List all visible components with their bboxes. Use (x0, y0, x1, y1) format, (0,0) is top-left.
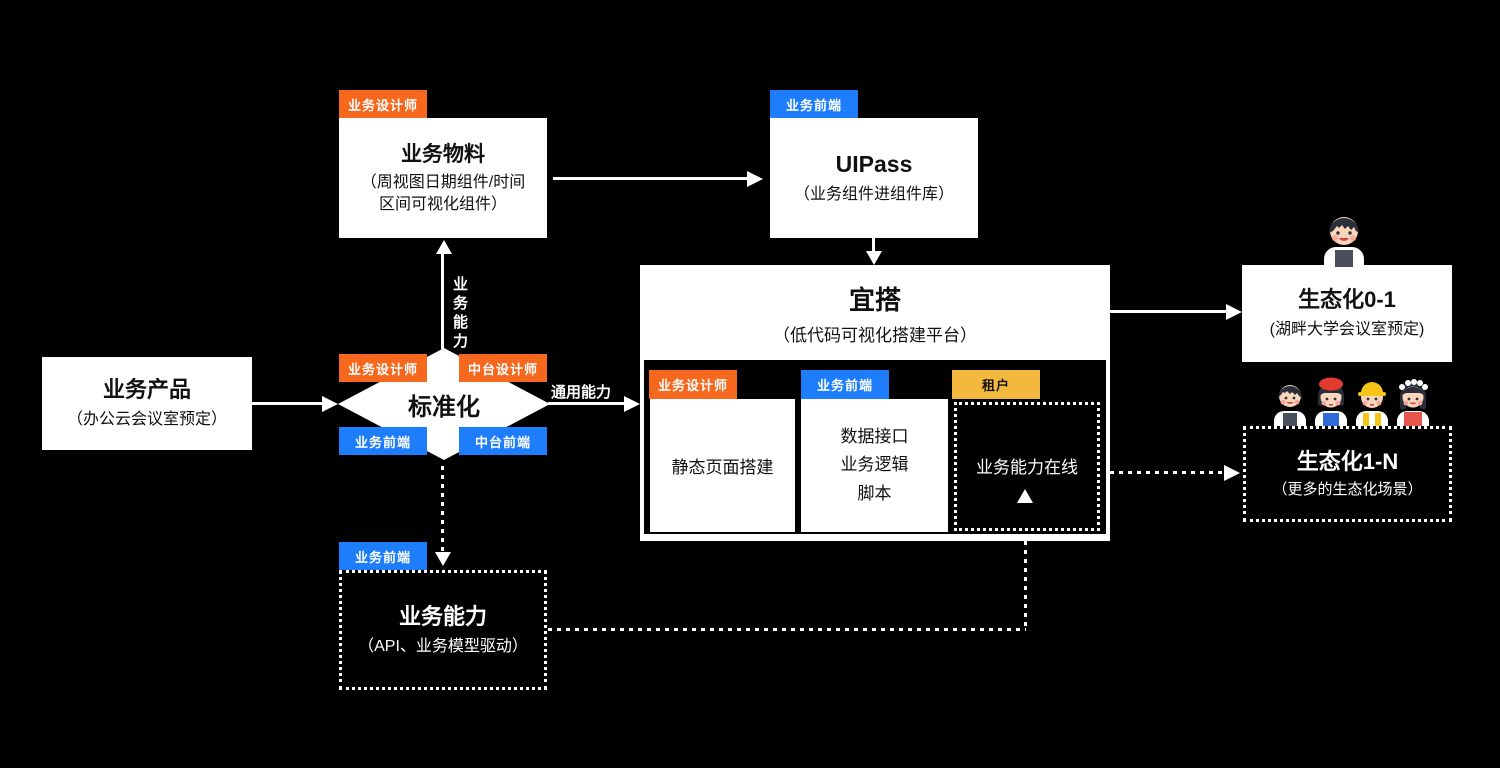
boy-avatar-icon (1274, 385, 1306, 426)
product-title: 业务产品 (102, 377, 191, 403)
material-role-tag: 业务设计师 (339, 90, 427, 118)
bizcap-title: 业务能力 (398, 603, 487, 629)
diamond-tag-mid-designer: 中台设计师 (459, 354, 547, 382)
beret-girl-avatar-icon (1315, 377, 1347, 426)
eco1n-title: 生态化1-N (1296, 448, 1399, 474)
yida-col1-box: 静态页面搭建 (650, 399, 795, 532)
diamond-tag-biz-frontend: 业务前端 (339, 427, 427, 455)
connector-bizcap-head (1017, 489, 1033, 503)
yida-col2-line1: 数据接口 (840, 427, 909, 447)
arrow-diamond-to-bizcap-line (441, 466, 444, 552)
yida-col2-tag: 业务前端 (801, 370, 889, 399)
flower-girl-avatar-icon (1397, 379, 1429, 426)
eco01-title: 生态化0-1 (1298, 287, 1396, 313)
yida-box: 宜搭 （低代码可视化搭建平台） 业务设计师 静态页面搭建 业务前端 数据接口 业… (640, 265, 1110, 541)
eco1n-box: 生态化1-N （更多的生态化场景） (1243, 426, 1452, 522)
yida-col2-line2: 业务逻辑 (840, 455, 909, 475)
arrow-material-to-uipass-head (747, 171, 763, 187)
uipass-box: UIPass （业务组件进组件库） (770, 118, 978, 238)
arrow-diamond-to-material-line (441, 252, 444, 349)
yida-inner-panel: 业务设计师 静态页面搭建 业务前端 数据接口 业务逻辑 脚本 租户 业务能力在线 (644, 360, 1106, 534)
material-title: 业务物料 (401, 142, 485, 166)
yida-col3-text: 业务能力在线 (976, 458, 1078, 477)
arrow-product-to-diamond-head (322, 396, 338, 412)
yida-col1-text: 静态页面搭建 (671, 458, 774, 477)
hardhat-worker-avatar-icon (1356, 382, 1388, 426)
yida-subtitle: （低代码可视化搭建平台） (773, 325, 977, 345)
arrow-yida-to-eco1n-head (1224, 465, 1240, 481)
arrow-material-to-uipass-line (553, 177, 749, 180)
arrow-uipass-to-yida-line (872, 238, 875, 253)
biz-capability-vertical-label: 业务能力 (451, 276, 468, 352)
yida-col3-box: 业务能力在线 (954, 402, 1100, 531)
arrow-diamond-to-yida-line (548, 402, 626, 405)
arrow-yida-to-eco01-line (1110, 310, 1228, 313)
bizcap-role-tag: 业务前端 (339, 542, 427, 570)
arrow-product-to-diamond-line (252, 402, 324, 405)
eco-1n-avatars (1274, 377, 1429, 426)
diamond-tag-mid-frontend: 中台前端 (459, 427, 547, 455)
yida-col2-line3: 脚本 (857, 483, 892, 503)
yida-header: 宜搭 （低代码可视化搭建平台） (640, 265, 1110, 360)
arrow-diamond-to-bizcap-head (435, 552, 451, 566)
eco01-box: 生态化0-1 (湖畔大学会议室预定) (1242, 265, 1452, 362)
arrow-diamond-to-material-head (436, 240, 452, 254)
bizcap-box: 业务能力 （API、业务模型驱动） (339, 570, 547, 690)
arrow-yida-to-eco01-head (1226, 304, 1242, 320)
arrow-uipass-to-yida-head (866, 251, 882, 265)
material-box: 业务物料 （周视图日期组件/时间 区间可视化组件） (339, 118, 547, 238)
uipass-subtitle: （业务组件进组件库） (793, 186, 954, 204)
connector-bizcap-vertical-line (1024, 505, 1027, 631)
yida-title: 宜搭 (848, 284, 901, 315)
eco01-subtitle: (湖畔大学会议室预定) (1269, 321, 1425, 338)
yida-col3-tag: 租户 (952, 370, 1040, 399)
common-capability-label: 通用能力 (551, 384, 612, 401)
material-subtitle-line1: （周视图日期组件/时间 (360, 174, 526, 192)
bizcap-subtitle: （API、业务模型驱动） (358, 637, 528, 655)
diamond-tag-biz-designer: 业务设计师 (339, 354, 427, 382)
yida-col1-tag: 业务设计师 (649, 370, 737, 399)
yida-col2-box: 数据接口 业务逻辑 脚本 (801, 399, 948, 532)
product-subtitle: （办公云会议室预定） (66, 411, 227, 428)
product-box: 业务产品 （办公云会议室预定） (42, 357, 252, 450)
boy-avatar-icon (1324, 217, 1364, 267)
eco1n-subtitle: （更多的生态化场景） (1272, 481, 1423, 499)
arrow-diamond-to-yida-head (624, 396, 640, 412)
material-subtitle: （周视图日期组件/时间 区间可视化组件） (361, 172, 525, 215)
standardization-title: 标准化 (408, 393, 480, 421)
uipass-role-tag: 业务前端 (770, 90, 858, 118)
arrow-yida-to-eco1n-line (1110, 471, 1226, 474)
material-subtitle-line2: 区间可视化组件） (378, 195, 507, 213)
uipass-title: UIPass (835, 151, 913, 178)
connector-bizcap-horizontal-line (548, 628, 1026, 631)
